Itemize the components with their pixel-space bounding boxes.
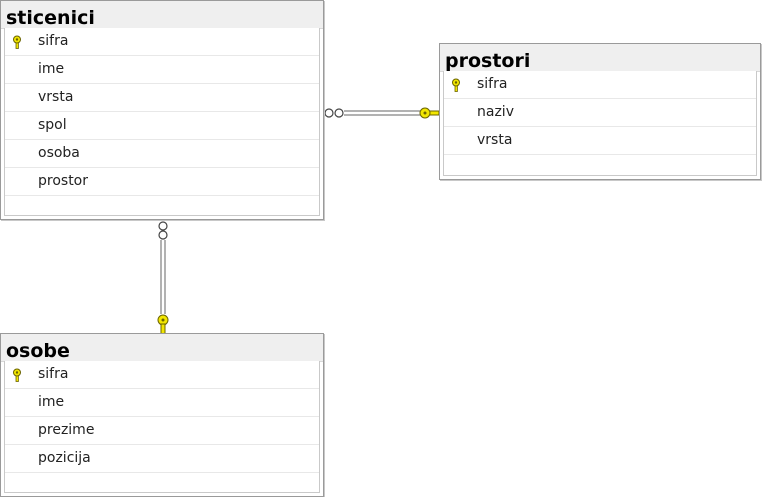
column-name: sifra: [38, 33, 69, 49]
column-name: prezime: [38, 422, 95, 438]
column-name: vrsta: [477, 132, 513, 148]
column-name: prostor: [38, 173, 89, 189]
column-name: sifra: [38, 366, 69, 382]
column-row[interactable]: naziv: [444, 99, 756, 127]
column-row[interactable]: sifra: [5, 28, 319, 56]
column-name: ime: [38, 394, 65, 410]
column-name: pozicija: [38, 450, 91, 466]
column-row[interactable]: vrsta: [5, 84, 319, 112]
table-title: sticenici: [1, 1, 323, 29]
column-name: vrsta: [38, 89, 74, 105]
column-name: ime: [38, 61, 65, 77]
column-list: sifra ime vrsta spol osoba prostor: [4, 28, 320, 216]
column-row[interactable]: spol: [5, 112, 319, 140]
many-end-icon: [158, 221, 168, 240]
column-name: spol: [38, 117, 67, 133]
column-row[interactable]: pozicija: [5, 445, 319, 473]
primary-key-icon: [13, 368, 21, 382]
column-name: sifra: [477, 76, 508, 92]
column-row[interactable]: prostor: [5, 168, 319, 196]
column-row[interactable]: osoba: [5, 140, 319, 168]
column-row[interactable]: sifra: [5, 361, 319, 389]
column-row[interactable]: vrsta: [444, 127, 756, 155]
column-name: naziv: [477, 104, 514, 120]
relationship-sticenici-prostori[interactable]: [324, 107, 440, 119]
column-row[interactable]: sifra: [444, 71, 756, 99]
primary-key-icon: [452, 78, 460, 92]
column-list: sifra ime prezime pozicija: [4, 361, 320, 493]
column-row[interactable]: ime: [5, 56, 319, 84]
many-end-icon: [324, 108, 344, 118]
table-osobe[interactable]: osobe sifra ime prezime pozicija: [0, 333, 324, 497]
key-end-icon: [157, 314, 169, 335]
column-row[interactable]: prezime: [5, 417, 319, 445]
column-row[interactable]: ime: [5, 389, 319, 417]
table-prostori[interactable]: prostori sifra naziv vrsta: [439, 43, 761, 180]
table-title: prostori: [440, 44, 760, 72]
table-sticenici[interactable]: sticenici sifra ime vrsta spol osoba pro…: [0, 0, 324, 220]
column-list: sifra naziv vrsta: [443, 71, 757, 176]
column-name: osoba: [38, 145, 80, 161]
table-title: osobe: [1, 334, 323, 362]
primary-key-icon: [13, 35, 21, 49]
relationship-sticenici-osobe[interactable]: [157, 221, 169, 335]
key-end-icon: [419, 107, 440, 119]
